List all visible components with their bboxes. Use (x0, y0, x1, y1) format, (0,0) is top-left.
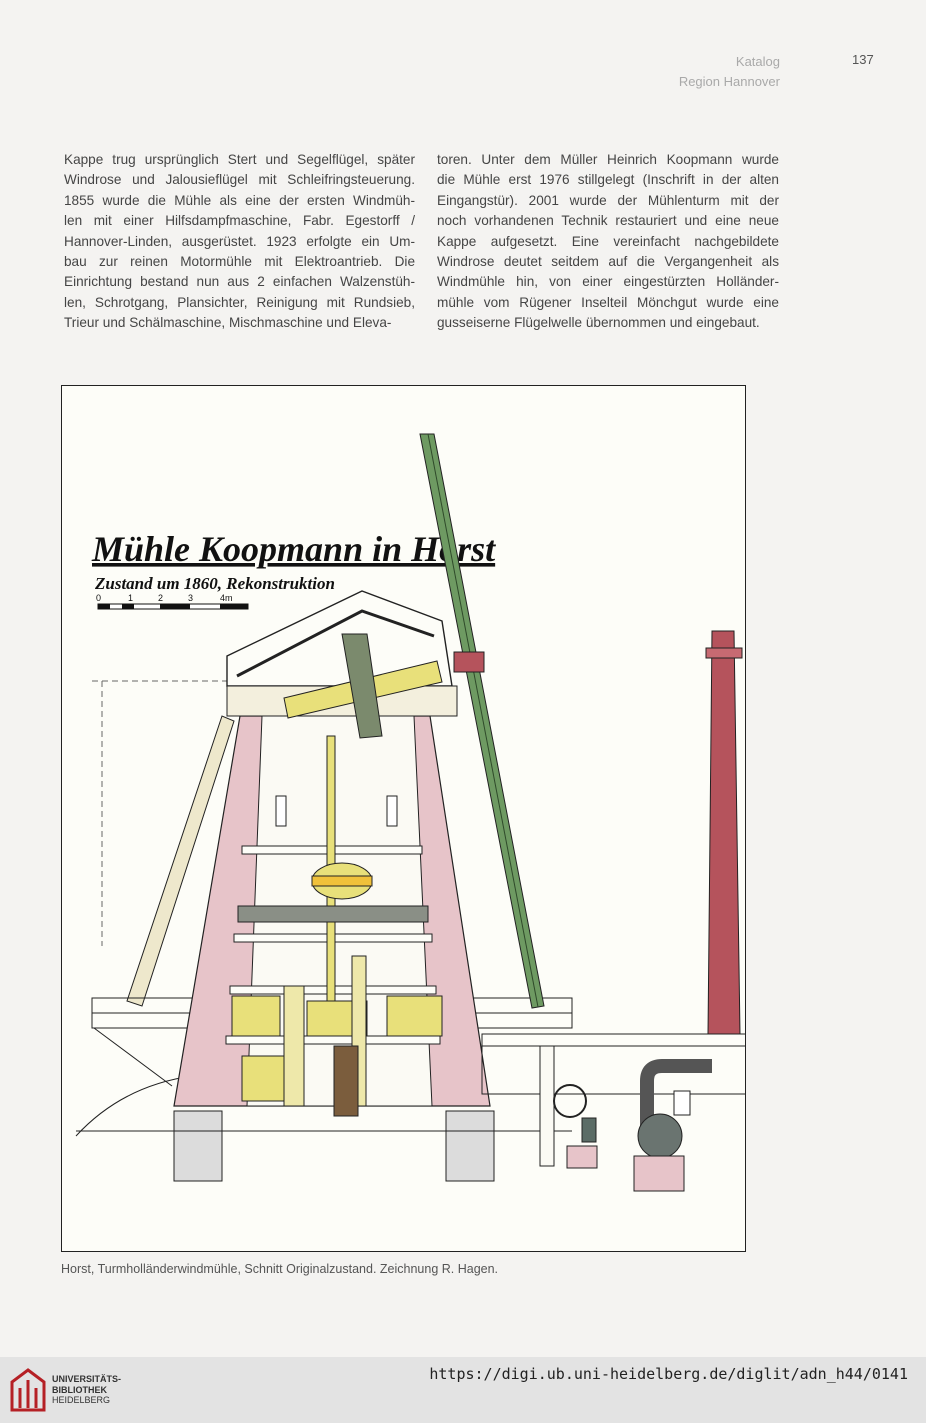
text-line: Eingangstür). 2001 wurde der Mühlenturm … (437, 192, 779, 208)
logo-line: UNIVERSITÄTS- (52, 1374, 122, 1384)
text-line: toren. Unter dem Müller Heinrich Koopman… (437, 152, 779, 167)
text-line: die Mühle erst 1976 stillgelegt (Inschri… (437, 172, 779, 188)
text-line: len mit einer Hilfsdampfmaschine, Fabr. … (64, 213, 415, 229)
foundation-right (445, 1110, 495, 1182)
text-line: Kappe aufgesetzt. Eine vereinfacht nachg… (437, 233, 779, 249)
text-line: mühle vom Rügener Inselteil Mönchgut wur… (437, 294, 779, 310)
chimney (707, 630, 741, 1035)
drawing-title: Mühle Koopmann in Horst (91, 529, 496, 569)
text-line: Windrose deutet seitdem auf die Vergange… (437, 254, 779, 270)
text-line: Windmühle hin, von einer eingestürzten H… (437, 274, 779, 290)
page-number: 137 (852, 52, 874, 67)
logo-line: HEIDELBERG (52, 1395, 111, 1405)
text-line: Kappe trug ursprünglich Stert und Segelf… (64, 152, 415, 167)
mill-cap (226, 590, 453, 687)
text-line: len, Schrotgang, Plansichter, Reinigung … (64, 294, 415, 310)
text-line: noch vorhandenen Technik restauriert und… (437, 213, 779, 229)
drawing-subtitle: Zustand um 1860, Rekonstruktion (94, 574, 335, 593)
text-line: gusseiserne Flügelwelle übernommen und e… (437, 315, 760, 331)
scale-label: 1 (128, 593, 133, 603)
text-column-left: Kappe trug ursprünglich Stert und Segelf… (64, 150, 415, 334)
scale-label: 3 (188, 593, 193, 603)
header-category: Katalog (735, 54, 780, 69)
scale-bar: 0 1 2 3 4m (96, 593, 249, 610)
mill-section-drawing: Mühle Koopmann in Horst Zustand um 1860,… (75, 433, 745, 1192)
text-line: Hannover-Linden, ausgerüstet. 1923 erfol… (64, 233, 415, 249)
library-logo-text: UNIVERSITÄTS- BIBLIOTHEK HEIDELBERG (52, 1374, 121, 1406)
logo-line: BIBLIOTHEK (52, 1384, 107, 1395)
text-line: bau zur reinen Motormühle mit Elektroant… (64, 254, 415, 270)
footer-bar: UNIVERSITÄTS- BIBLIOTHEK HEIDELBERG http… (0, 1357, 926, 1423)
running-header: Katalog Region Hannover (679, 52, 780, 92)
text-column-right: toren. Unter dem Müller Heinrich Koopman… (437, 150, 779, 334)
library-logo-icon (10, 1368, 46, 1412)
figure-caption: Horst, Turmholländerwindmühle, Schnitt O… (61, 1262, 499, 1276)
text-line: Windrose und Jalousieflügel mit Schleifr… (64, 172, 415, 188)
scale-label: 4m (220, 593, 233, 603)
scale-label: 2 (158, 593, 163, 603)
foundation-left (173, 1110, 223, 1182)
scale-label: 0 (96, 593, 101, 603)
header-region: Region Hannover (678, 74, 780, 89)
text-line: Trieur und Schälmaschine, Mischmaschine … (64, 315, 392, 331)
mill-sail (419, 433, 545, 1009)
source-url-link[interactable]: https://digi.ub.uni-heidelberg.de/diglit… (429, 1365, 908, 1383)
text-line: 1855 wurde die Mühle als eine der ersten… (64, 192, 415, 208)
text-line: Einrichtung bestand nun aus 2 einfachen … (64, 274, 415, 290)
figure-mill-drawing: Mühle Koopmann in Horst Zustand um 1860,… (61, 385, 746, 1252)
